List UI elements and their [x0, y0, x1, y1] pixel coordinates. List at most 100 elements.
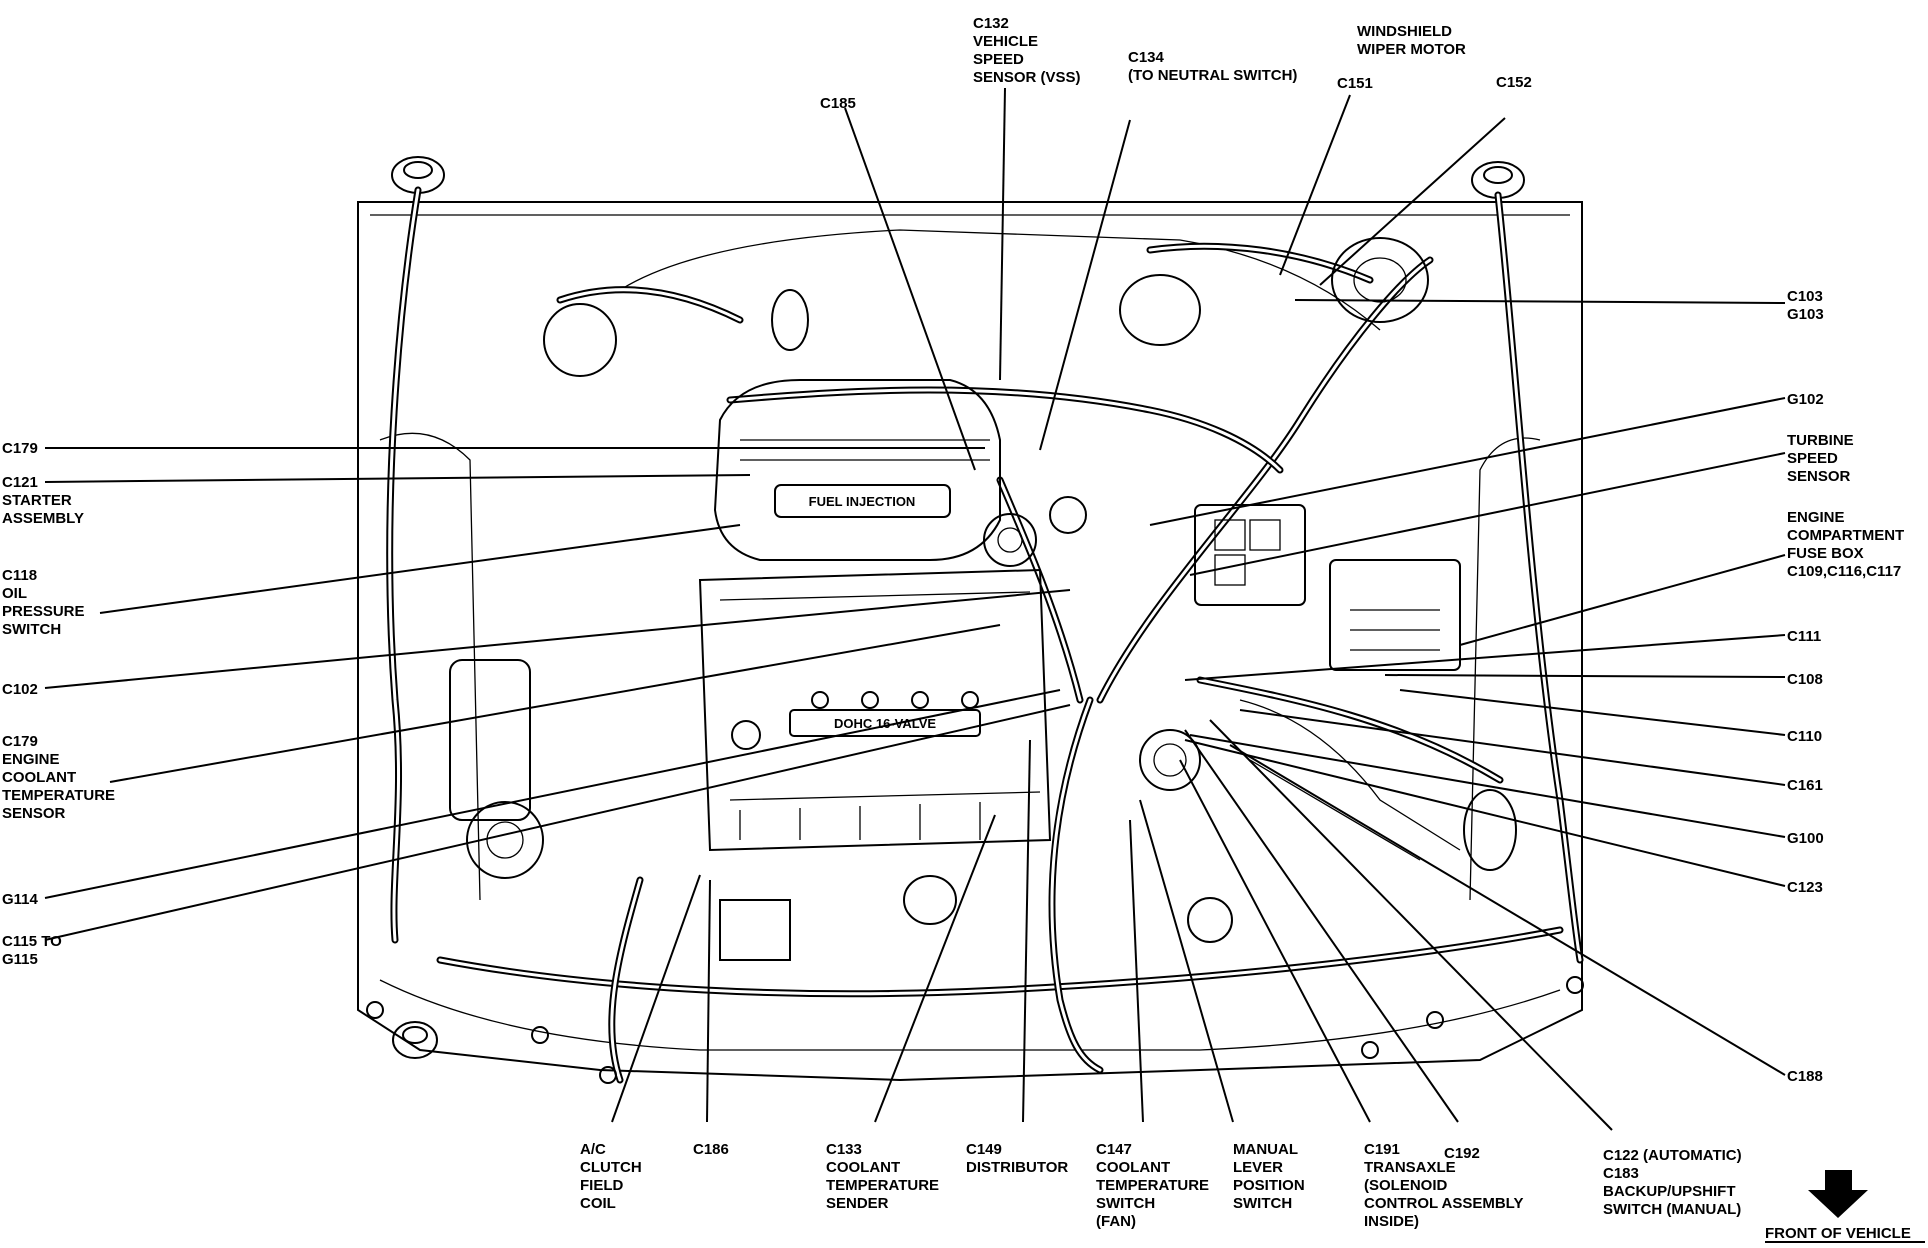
callout-line: WINDSHIELD: [1357, 23, 1452, 40]
callout-line: C133: [826, 1141, 862, 1158]
callout-line: PRESSURE: [2, 603, 85, 620]
callout-line: STARTER: [2, 492, 72, 509]
callout-line: SENDER: [826, 1195, 889, 1212]
callout-c134: C134(TO NEUTRAL SWITCH): [1128, 49, 1297, 84]
callout-c123: C123: [1787, 879, 1823, 896]
callout-line: ASSEMBLY: [2, 510, 84, 527]
callout-line: TRANSAXLE: [1364, 1159, 1456, 1176]
callout-line: G100: [1787, 830, 1824, 847]
callout-c186: C186: [693, 1141, 729, 1158]
callout-line: ENGINE: [2, 751, 60, 768]
callout-line: C152: [1496, 74, 1532, 91]
callout-line: C122 (AUTOMATIC): [1603, 1147, 1742, 1164]
callout-line: COIL: [580, 1195, 616, 1212]
callout-line: A/C: [580, 1141, 606, 1158]
front-of-vehicle-indicator: FRONT OF VEHICLE: [1765, 1170, 1925, 1243]
callout-line: G102: [1787, 391, 1824, 408]
callout-line: G114: [2, 891, 39, 908]
callout-line: C186: [693, 1141, 729, 1158]
callout-line: DISTRIBUTOR: [966, 1159, 1068, 1176]
callout-line: TURBINE: [1787, 432, 1854, 449]
callout-line: C110: [1787, 728, 1822, 745]
callout-line: C188: [1787, 1068, 1823, 1085]
valve-cover: DOHC 16-VALVE: [698, 568, 1052, 852]
callout-c152: C152: [1496, 74, 1532, 91]
callout-line: CONTROL ASSEMBLY: [1364, 1195, 1523, 1212]
engine-bay-outline: [357, 201, 1583, 1082]
callout-line: C102: [2, 681, 38, 698]
callout-line: SWITCH: [2, 621, 61, 638]
callout-line: C108: [1787, 671, 1823, 688]
callout-line: C151: [1337, 75, 1373, 92]
callout-line: COOLANT: [2, 769, 76, 786]
engine-components: [449, 237, 1517, 961]
callout-line: C191: [1364, 1141, 1400, 1158]
callout-line: SPEED: [973, 51, 1024, 68]
callout-c188: C188: [1787, 1068, 1823, 1085]
callout-line: TEMPERATURE: [1096, 1177, 1209, 1194]
strut-grommets: [391, 156, 1525, 1059]
callout-c185: C185: [820, 95, 856, 112]
callout-line: C192: [1444, 1145, 1480, 1162]
callout-c102: C102: [2, 681, 38, 698]
callout-line: C149: [966, 1141, 1002, 1158]
callout-line: INSIDE): [1364, 1213, 1419, 1230]
callout-line: ENGINE: [1787, 509, 1845, 526]
callout-line: COOLANT: [826, 1159, 900, 1176]
callout-line: C185: [820, 95, 856, 112]
callout-line: MANUAL: [1233, 1141, 1298, 1158]
callout-line: SWITCH (MANUAL): [1603, 1201, 1741, 1218]
callout-line: SENSOR: [2, 805, 66, 822]
callout-line: G115: [2, 951, 38, 968]
callout-line: VEHICLE: [973, 33, 1038, 50]
callout-line: C179: [2, 440, 38, 457]
callout-line: FIELD: [580, 1177, 623, 1194]
front-of-vehicle-label: FRONT OF VEHICLE: [1765, 1225, 1911, 1242]
callout-line: TEMPERATURE: [2, 787, 115, 804]
wiring-harness: [386, 186, 1584, 1084]
callout-line: C111: [1787, 628, 1821, 645]
down-arrow-icon: [1808, 1170, 1868, 1218]
callout-line: C134: [1128, 49, 1165, 66]
callout-line: (TO NEUTRAL SWITCH): [1128, 67, 1297, 84]
ground-eyelets: [366, 976, 1584, 1084]
callout-line: COOLANT: [1096, 1159, 1170, 1176]
callout-line: C147: [1096, 1141, 1132, 1158]
callout-line: SWITCH: [1096, 1195, 1155, 1212]
callout-c161: C161: [1787, 777, 1823, 794]
callout-line: C179: [2, 733, 38, 750]
callout-line: TEMPERATURE: [826, 1177, 939, 1194]
intake-plenum: FUEL INJECTION: [713, 379, 1087, 567]
callout-line: C121: [2, 474, 38, 491]
callout-line: C183: [1603, 1165, 1639, 1182]
callout-g102: G102: [1787, 391, 1824, 408]
callout-c179a: C179: [2, 440, 38, 457]
callout-line: C161: [1787, 777, 1823, 794]
callout-line: POSITION: [1233, 1177, 1305, 1194]
callout-c151: C151: [1337, 75, 1373, 92]
callout-g100: G100: [1787, 830, 1824, 847]
callout-line: C109,C116,C117: [1787, 563, 1901, 580]
callout-line: COMPARTMENT: [1787, 527, 1904, 544]
callout-line: SPEED: [1787, 450, 1838, 467]
fuel-injection-marking: FUEL INJECTION: [809, 494, 916, 509]
callout-line: C103: [1787, 288, 1823, 305]
callout-line: BACKUP/UPSHIFT: [1603, 1183, 1736, 1200]
callout-line: (FAN): [1096, 1213, 1136, 1230]
callout-c111: C111: [1787, 628, 1821, 645]
